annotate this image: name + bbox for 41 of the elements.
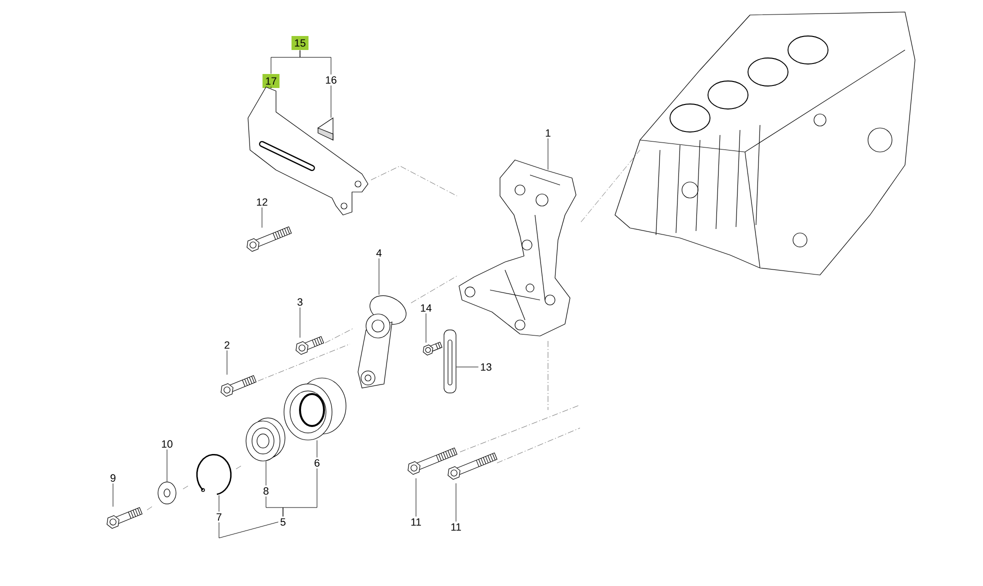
callout-number: 11 xyxy=(411,518,421,526)
leader-line xyxy=(218,495,220,512)
bolt-drawing xyxy=(246,226,292,252)
leader-line xyxy=(330,85,332,118)
leader-line xyxy=(226,350,228,375)
tensioner-drawing xyxy=(358,295,406,388)
callout-number: 16 xyxy=(326,76,336,84)
callout-number: 13 xyxy=(480,363,492,371)
bracket-line xyxy=(218,522,279,538)
bracket-line xyxy=(300,50,332,75)
pulley-drawing xyxy=(246,418,286,462)
callout-number: 6 xyxy=(314,459,320,467)
bracket-drawing xyxy=(248,86,368,216)
bolt-drawing xyxy=(422,342,442,356)
callout-number: 15 xyxy=(292,36,308,50)
callout-number: 11 xyxy=(451,523,461,531)
callout-number: 9 xyxy=(110,474,116,482)
leader-line xyxy=(316,440,318,458)
callout-number: 4 xyxy=(376,249,382,257)
callout-number: 12 xyxy=(256,198,268,206)
washer-drawing xyxy=(158,482,176,504)
circlip-drawing xyxy=(196,454,232,496)
leader-line xyxy=(112,483,114,507)
callout-number: 10 xyxy=(162,440,172,448)
bolt-drawing xyxy=(448,452,498,480)
callout-number: 2 xyxy=(224,341,230,349)
leader-line xyxy=(456,366,479,368)
mounting-bracket-drawing xyxy=(458,160,576,336)
bracket-line xyxy=(282,468,318,517)
callout-number: 5 xyxy=(280,518,286,526)
callout-number: 7 xyxy=(216,513,222,521)
leader-line xyxy=(270,86,272,89)
leader-line xyxy=(378,258,380,295)
bolt-drawing xyxy=(296,336,324,355)
pulley-drawing xyxy=(284,378,346,440)
callout-number: 17 xyxy=(262,74,280,88)
leader-line xyxy=(166,449,168,482)
callout-number: 3 xyxy=(297,298,302,306)
callout-number: 8 xyxy=(264,487,268,495)
callout-number: 14 xyxy=(420,304,432,312)
callout-number: 1 xyxy=(546,129,550,137)
